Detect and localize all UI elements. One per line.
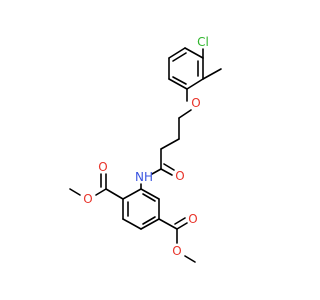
ring-bond [122,218,142,230]
ring-double-bond [172,52,187,62]
ester1-carbonyl-oxygen: O [98,160,107,174]
ester-c-o-bond [176,222,188,230]
butanoyl-chain [160,109,192,170]
methyl-bond [202,68,222,80]
chain-bond [178,109,192,119]
ring-double-bond [142,216,156,225]
ester-c-o-single [95,188,107,196]
chloro-methyl-phenyl-ring [168,47,204,90]
amide-oxygen-atom: O [175,169,184,183]
ring-bond [122,188,142,200]
ring-ester-bond [105,188,124,200]
ring-double-bond [172,76,187,85]
ester-c-o-double [174,217,186,225]
ring-bond [186,78,204,90]
amide-nh-atom: NH [135,170,153,184]
ring-bond [140,188,160,200]
ester2-carbonyl-oxygen: O [188,212,197,226]
c-n-bond [151,168,162,175]
chain-bond [160,138,180,150]
ester2-single-oxygen: O [172,244,181,258]
ring-bond [168,47,186,59]
ring-bond [140,218,160,230]
ester1-methyl-bond [69,188,81,196]
ester1-single-oxygen: O [83,192,92,206]
amide-c-o-bond [160,168,173,176]
ester2-methyl-bond [184,255,196,263]
ring-double-bond [142,193,156,202]
ring-bond [168,78,188,90]
amide-c-o-double [163,163,175,171]
molecule-structure: Cl O O NH O O O O [69,35,222,263]
terephthalate-ring [122,188,160,230]
chlorine-atom: Cl [197,35,209,49]
ether-oxygen-atom: O [191,96,200,110]
ring-ester-bond [158,218,178,230]
ring-bond [184,47,204,59]
